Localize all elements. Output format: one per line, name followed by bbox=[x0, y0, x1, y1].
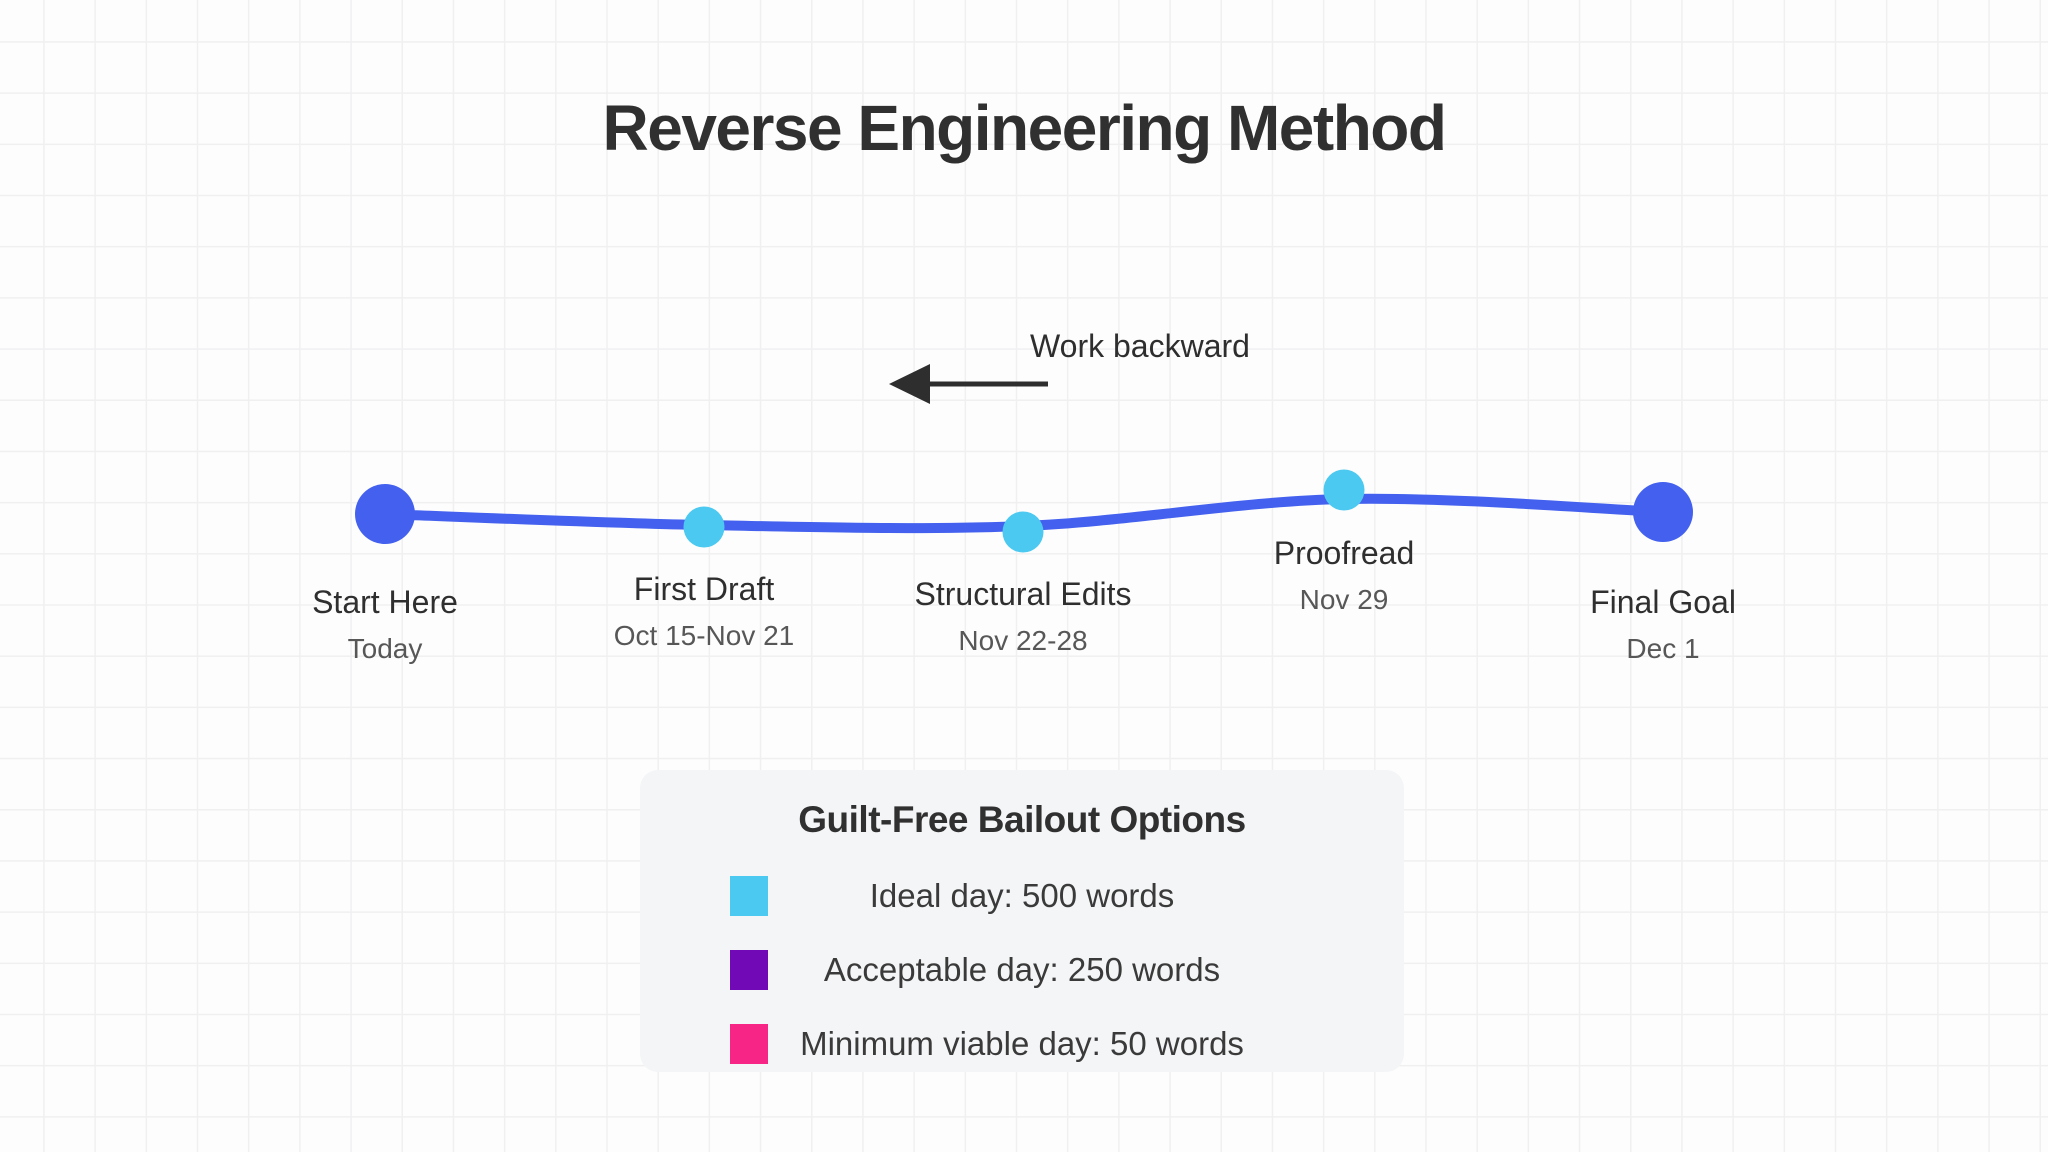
milestone-date: Nov 22-28 bbox=[958, 625, 1088, 656]
milestone-dot-proofread bbox=[1323, 469, 1365, 511]
milestone-date: Oct 15-Nov 21 bbox=[613, 620, 795, 651]
milestone-label-structural-edits: Structural Edits Nov 22-28 bbox=[915, 574, 1132, 658]
legend-item-acceptable-day: Acceptable day: 250 words bbox=[640, 950, 1404, 990]
milestone-label-start-here: Start Here Today bbox=[312, 582, 458, 666]
legend-item-ideal-day: Ideal day: 500 words bbox=[640, 876, 1404, 916]
legend-title: Guilt-Free Bailout Options bbox=[798, 799, 1246, 840]
milestone-label-proofread: Proofread Nov 29 bbox=[1274, 533, 1415, 617]
backward-arrow-icon bbox=[889, 364, 1048, 404]
milestone-dot-final-goal bbox=[1633, 482, 1693, 542]
milestone-label-final-goal: Final Goal Dec 1 bbox=[1590, 582, 1736, 666]
legend-item-label: Acceptable day: 250 words bbox=[823, 951, 1221, 988]
milestone-name: Start Here bbox=[312, 584, 458, 620]
milestone-dot-structural-edits bbox=[1002, 511, 1044, 553]
legend-swatch-acceptable-day bbox=[730, 950, 768, 990]
milestone-date: Today bbox=[347, 633, 423, 664]
legend-item-label: Minimum viable day: 50 words bbox=[800, 1025, 1244, 1062]
legend-swatch-ideal-day bbox=[730, 876, 768, 916]
legend-swatch-minimum-viable-day bbox=[730, 1024, 768, 1064]
figure-title: Reverse Engineering Method bbox=[602, 92, 1447, 164]
milestone-name: First Draft bbox=[633, 571, 775, 607]
legend-item-minimum-viable-day: Minimum viable day: 50 words bbox=[640, 1024, 1404, 1064]
milestone-dot-first-draft bbox=[683, 506, 725, 548]
legend-item-label: Ideal day: 500 words bbox=[869, 877, 1175, 914]
milestone-date: Dec 1 bbox=[1626, 633, 1700, 664]
milestone-name: Final Goal bbox=[1590, 584, 1736, 620]
milestone-date: Nov 29 bbox=[1299, 584, 1389, 615]
work-backward-label: Work backward bbox=[1030, 328, 1250, 364]
arrow-head bbox=[889, 364, 930, 404]
milestone-label-first-draft: First Draft Oct 15-Nov 21 bbox=[614, 569, 795, 653]
legend-box: Guilt-Free Bailout Options Ideal day: 50… bbox=[640, 770, 1404, 1072]
milestone-name: Proofread bbox=[1273, 535, 1415, 571]
milestone-name: Structural Edits bbox=[914, 576, 1132, 612]
milestone-dot-start-here bbox=[355, 484, 415, 544]
